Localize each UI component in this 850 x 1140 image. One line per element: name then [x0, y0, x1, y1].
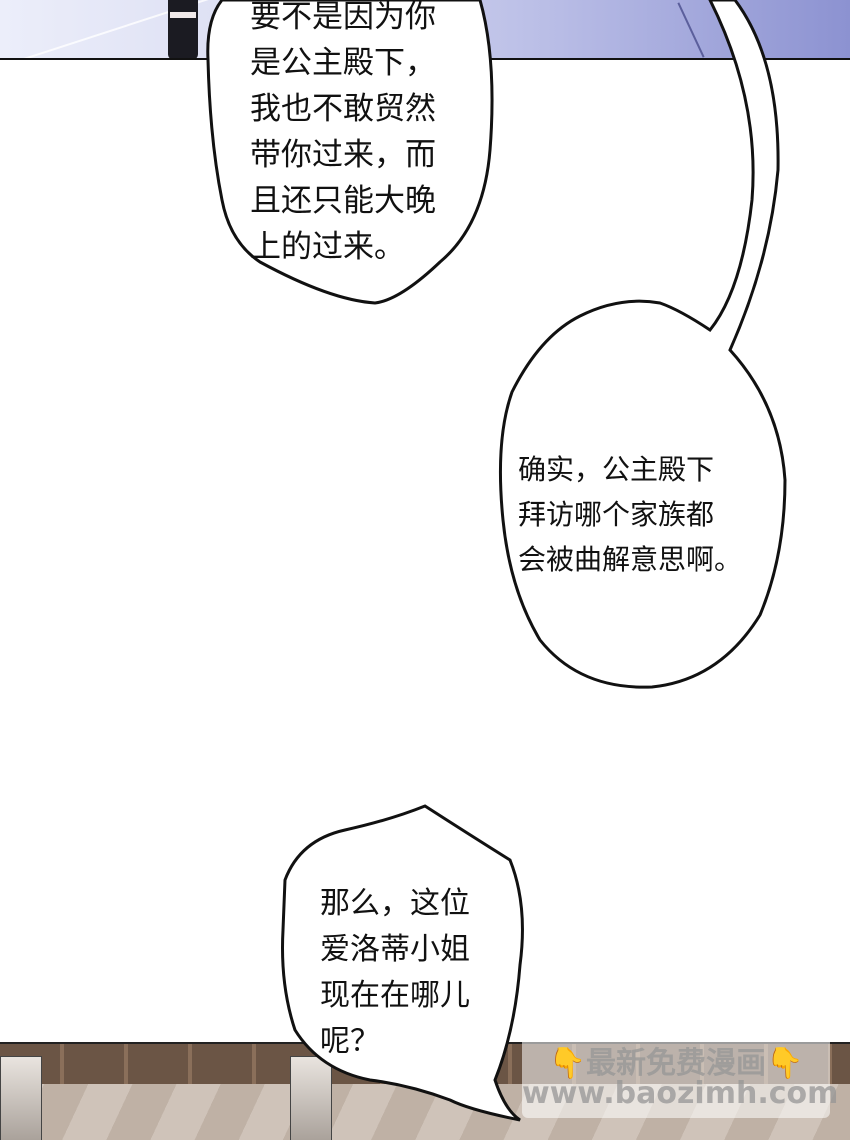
speech-bubble-2 — [498, 0, 787, 689]
bubble-1-text: 要不是因为你 是公主殿下， 我也不敢贸然 带你过来，而 且还只能大晚 上的过来。 — [250, 0, 436, 265]
watermark-url: www.baozimh.com — [522, 1076, 839, 1111]
bubble-3-text: 那么，这位 爱洛蒂小姐 现在在哪儿 呢？ — [320, 886, 470, 1059]
pedestal-statue — [290, 1056, 332, 1140]
character-leg — [168, 0, 198, 60]
site-watermark: 👇最新免费漫画👇 www.baozimh.com — [522, 1028, 839, 1118]
bubble-2-text: 确实，公主殿下 拜访哪个家族都 会被曲解意思啊。 — [518, 453, 743, 576]
character-sock — [170, 12, 196, 18]
pointing-down-hand-icon: 👇 — [766, 1046, 804, 1081]
pedestal-statue — [0, 1056, 42, 1140]
watermark-title: 最新免费漫画 — [586, 1046, 766, 1081]
pointing-down-hand-icon: 👇 — [548, 1046, 586, 1081]
speech-bubble-1 — [206, 0, 494, 305]
watermark-title-row: 👇最新免费漫画👇 — [522, 1038, 830, 1082]
speech-bubble-3 — [281, 804, 524, 1122]
